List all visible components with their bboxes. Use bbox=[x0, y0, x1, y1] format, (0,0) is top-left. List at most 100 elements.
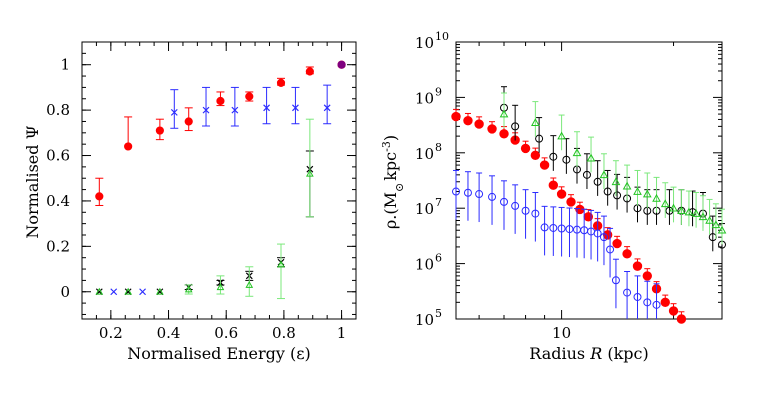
right-point-black bbox=[582, 170, 591, 179]
right-point-green bbox=[698, 212, 708, 221]
right-point-red bbox=[520, 143, 531, 154]
left-y-ticks: 00.20.40.60.81 bbox=[46, 52, 356, 315]
right-point-blue bbox=[652, 300, 661, 309]
left-point-green bbox=[95, 287, 104, 295]
left-point-red bbox=[276, 78, 286, 87]
left-point-blue bbox=[323, 104, 331, 112]
right-point-black bbox=[549, 152, 558, 161]
right-point-blue bbox=[633, 292, 642, 301]
right-point-blue bbox=[557, 224, 566, 233]
right-x-ticks: 10 bbox=[478, 42, 675, 342]
right-y-tick-exponent: 10 bbox=[435, 30, 449, 43]
right-point-blue bbox=[549, 223, 558, 232]
left-point-blue bbox=[202, 106, 210, 114]
right-y-tick-label: 10 bbox=[415, 145, 434, 163]
right-point-green bbox=[705, 215, 714, 224]
right-y-tick-exponent: 6 bbox=[435, 252, 442, 265]
right-point-red bbox=[566, 197, 576, 207]
right-y-tick-label: 10 bbox=[415, 256, 434, 274]
left-x-tick-label: 0.2 bbox=[99, 324, 123, 342]
right-point-red bbox=[622, 249, 632, 259]
right-point-green bbox=[622, 181, 632, 190]
right-point-red bbox=[499, 129, 509, 139]
left-x-axis-label: Normalised Energy (ε) bbox=[127, 344, 310, 363]
right-point-blue bbox=[521, 206, 530, 215]
right-point-green bbox=[572, 148, 582, 157]
right-point-green bbox=[611, 177, 621, 186]
right-point-red bbox=[676, 314, 687, 324]
left-point-green bbox=[124, 287, 132, 295]
left-y-tick-label: 0.2 bbox=[46, 237, 70, 255]
right-point-blue bbox=[593, 229, 602, 238]
left-point-red bbox=[245, 92, 254, 101]
left-y-tick-label: 0 bbox=[60, 283, 70, 301]
right-point-blue bbox=[475, 190, 484, 199]
right-marks bbox=[451, 86, 727, 324]
right-point-black bbox=[511, 122, 520, 131]
right-point-red bbox=[660, 297, 670, 308]
left-point-green bbox=[156, 287, 164, 295]
right-point-black bbox=[603, 187, 612, 196]
right-y-tick-label: 10 bbox=[415, 34, 434, 52]
left-point-green bbox=[306, 169, 314, 177]
right-point-blue bbox=[606, 245, 615, 254]
right-point-green bbox=[531, 118, 540, 126]
right-point-black bbox=[613, 191, 622, 200]
right-point-green bbox=[499, 109, 509, 118]
left-marks bbox=[95, 60, 346, 300]
right-y-axis-label: ρ.(M⊙kpc-3) bbox=[380, 135, 406, 229]
left-point-blue bbox=[170, 108, 178, 116]
right-point-red bbox=[539, 160, 550, 170]
right-point-red bbox=[556, 189, 567, 199]
right-point-red bbox=[668, 306, 679, 316]
right-point-green bbox=[691, 209, 701, 217]
left-x-tick-label: 0.8 bbox=[272, 324, 296, 342]
left-point-red bbox=[305, 67, 314, 76]
left-x-tick-label: 0.6 bbox=[214, 324, 238, 342]
right-point-green bbox=[684, 207, 694, 216]
right-point-green bbox=[599, 170, 609, 179]
right-point-green bbox=[642, 189, 652, 198]
left-point-red bbox=[124, 142, 133, 151]
right-point-green bbox=[717, 225, 727, 234]
right-point-red bbox=[487, 124, 497, 134]
right-point-green bbox=[677, 206, 686, 215]
right-y-tick-exponent: 7 bbox=[435, 196, 442, 209]
right-point-green bbox=[586, 153, 596, 162]
left-point-green bbox=[216, 283, 225, 291]
left-point-green bbox=[245, 280, 254, 288]
right-point-red bbox=[530, 150, 541, 161]
right-point-blue bbox=[623, 288, 632, 297]
left-point-red bbox=[184, 117, 193, 126]
right-point-green bbox=[633, 186, 642, 195]
right-point-green bbox=[652, 193, 661, 202]
right-y-tick-label: 10 bbox=[415, 200, 434, 218]
right-point-blue bbox=[463, 188, 472, 197]
right-y-tick-exponent: 8 bbox=[435, 141, 442, 154]
left-point-green bbox=[184, 285, 193, 293]
left-point-blue bbox=[231, 106, 239, 114]
left-y-tick-label: 1 bbox=[60, 56, 70, 74]
right-point-green bbox=[660, 199, 670, 208]
right-point-blue bbox=[500, 197, 509, 206]
left-y-tick-label: 0.6 bbox=[46, 147, 70, 165]
right-point-red bbox=[474, 119, 484, 129]
left-point-green bbox=[277, 260, 285, 268]
right-point-red bbox=[612, 238, 622, 249]
right-x-axis-label: Radius R (kpc) bbox=[529, 344, 648, 363]
right-point-red bbox=[451, 111, 461, 122]
left-point-blue bbox=[292, 104, 299, 112]
left-point-purple bbox=[337, 60, 346, 69]
right-point-blue bbox=[452, 187, 460, 196]
right-point-black bbox=[593, 177, 602, 186]
right-point-red bbox=[642, 271, 652, 281]
left-x-tick-label: 1 bbox=[337, 324, 347, 342]
right-plot-frame bbox=[455, 41, 723, 320]
left-plot-frame bbox=[81, 41, 357, 320]
left-point-blue bbox=[110, 288, 118, 296]
right-point-green bbox=[557, 131, 566, 140]
